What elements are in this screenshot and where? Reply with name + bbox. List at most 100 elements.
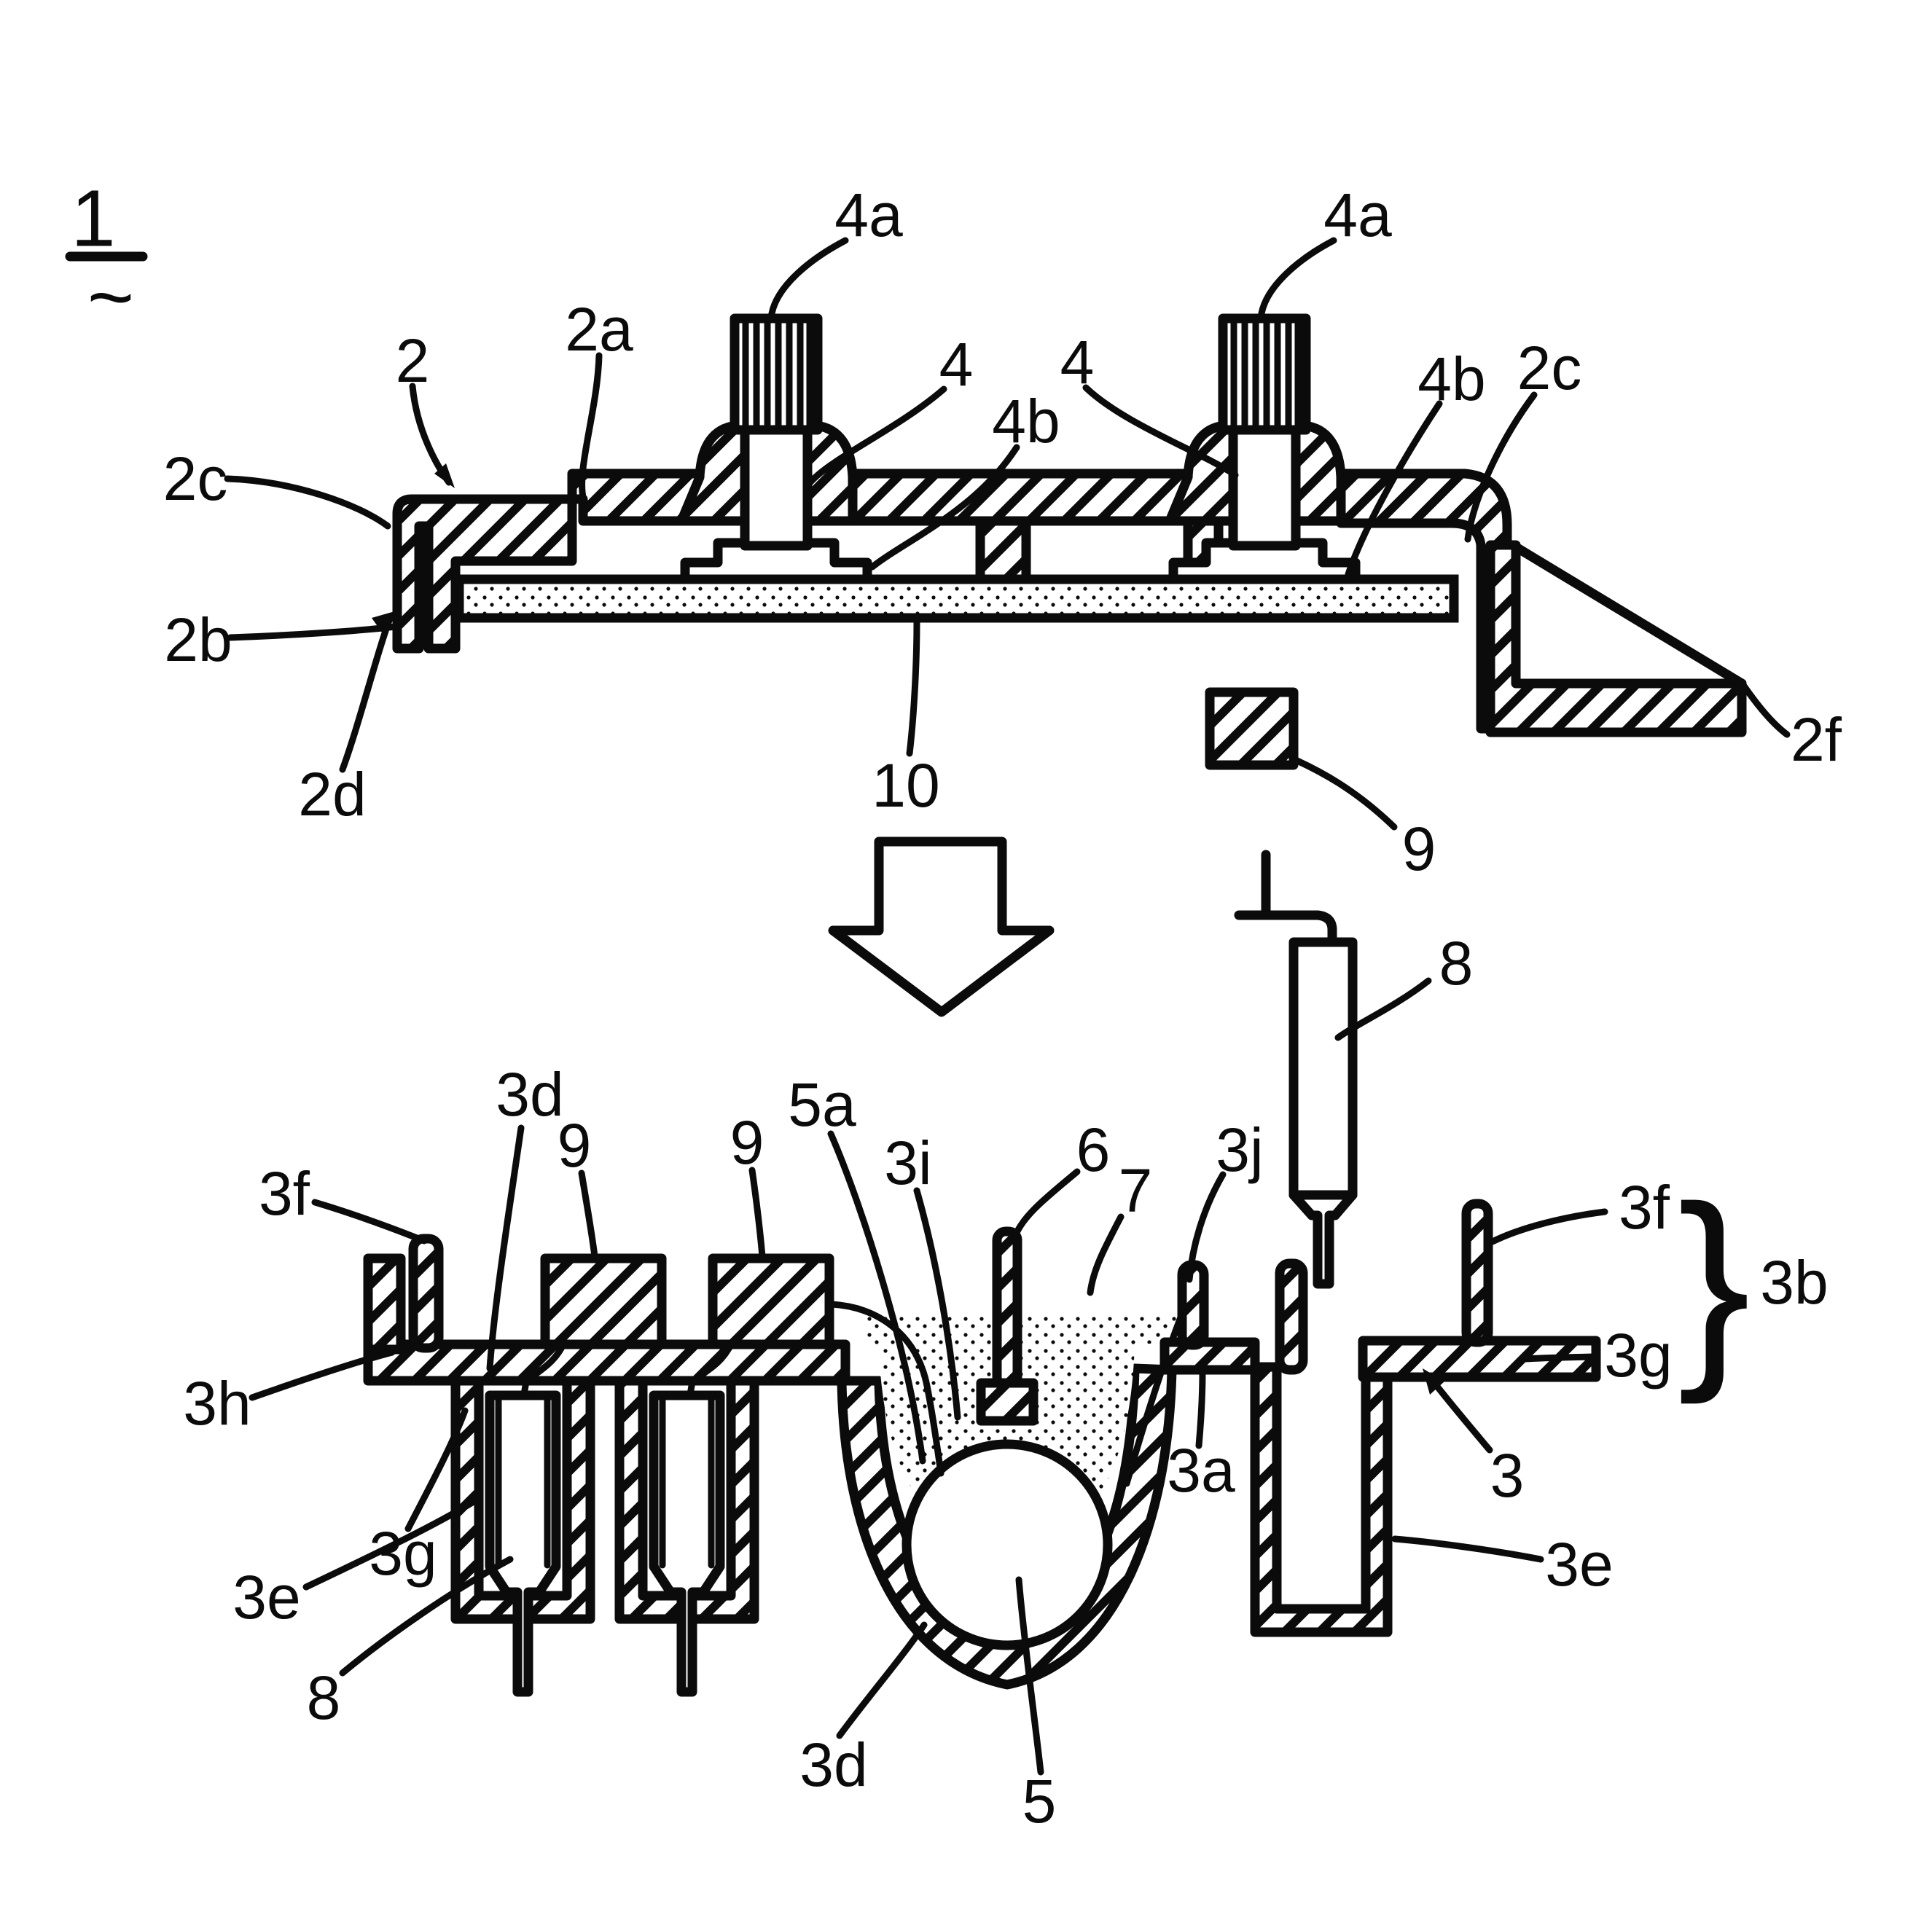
brace-3b: } [1678, 1160, 1751, 1406]
block-9-left [540, 1253, 667, 1349]
syringe-body [1288, 937, 1358, 1200]
lead-wire-block-mid [687, 1341, 735, 1398]
syringe-8 [1234, 850, 1358, 1289]
pin-6 [992, 1226, 1022, 1391]
block-9-mid [708, 1253, 834, 1349]
leader-4a-left [767, 237, 849, 322]
leader-4a-right [1257, 237, 1337, 322]
label-2b: 2b [164, 606, 232, 674]
label-3d-top: 3d [496, 1060, 563, 1129]
label-7: 7 [1119, 1156, 1153, 1225]
leader-6 [1012, 1168, 1081, 1238]
wire-5a [827, 1301, 945, 1477]
label-3j: 3j [1216, 1116, 1263, 1184]
leader-3d-bottom [836, 1621, 928, 1739]
leader-2f [1740, 681, 1791, 738]
syringe-needle [1288, 1190, 1358, 1289]
label-6: 6 [1076, 1116, 1111, 1184]
leader-7 [1087, 1213, 1125, 1296]
label-3: 3 [1490, 1441, 1525, 1510]
label-9-left: 9 [558, 1111, 592, 1180]
leader-3i [913, 1187, 961, 1421]
leader-10 [906, 619, 920, 757]
leader-3e-right [1391, 1535, 1544, 1563]
syringe-wire-bend [1234, 910, 1337, 947]
bracket-2f-gusset-edge [1512, 543, 1747, 689]
leader-3a [1195, 1368, 1206, 1449]
leader-4b-center [869, 444, 1020, 571]
label-2: 2 [396, 326, 430, 395]
leader-2b [227, 623, 399, 641]
label-3i: 3i [884, 1129, 931, 1197]
leader-2c-right [1464, 391, 1538, 543]
leader-8-left [339, 1556, 514, 1677]
pin-6-collar [976, 1378, 1039, 1426]
leader-9-left [578, 1169, 598, 1260]
label-4b-right: 4b [1417, 345, 1485, 413]
leader-2d [339, 613, 394, 773]
base-flange-mid-right [1159, 1337, 1260, 1375]
label-2c-left: 2c [163, 444, 228, 513]
label-9-top: 9 [1402, 815, 1436, 883]
label-4-right: 4 [1060, 328, 1095, 396]
label-3g-right: 3g [1604, 1321, 1672, 1390]
label-3e-right: 3e [1545, 1530, 1613, 1599]
lead-wire-block-left [520, 1341, 567, 1398]
socket-left-1 [450, 1376, 595, 1624]
assembly-direction-arrow [828, 836, 1055, 1017]
bracket-2f [1485, 540, 1747, 737]
cover-plateau-mid [848, 469, 1193, 526]
label-10: 10 [872, 751, 939, 820]
leader-5a [827, 1130, 926, 1465]
arrowhead-2d [372, 611, 397, 632]
arrowhead-2 [434, 463, 455, 488]
figure-number: 1 [71, 174, 115, 264]
base-wall-3j-right [1275, 1258, 1308, 1375]
leader-lines [224, 237, 1791, 1776]
label-3b: 3b [1760, 1248, 1828, 1317]
tube-8-in-socket-1 [485, 1390, 561, 1697]
leader-3d-top [486, 1124, 525, 1372]
cover-rib-left [975, 516, 1031, 584]
label-2d: 2d [298, 760, 366, 828]
terminal-right [1168, 313, 1361, 584]
base-wall-3j-left [1177, 1260, 1209, 1350]
label-3f-right: 3f [1619, 1173, 1670, 1242]
base-wall-3f-left [408, 1234, 444, 1353]
socket-right-3e [1250, 1362, 1393, 1637]
label-8-left: 8 [307, 1664, 341, 1732]
leader-3f-left [311, 1199, 428, 1245]
terminal-right-body [1228, 420, 1301, 551]
label-3e-left: 3e [232, 1563, 300, 1631]
leader-9-top [1294, 757, 1398, 831]
label-2c-right: 2c [1517, 334, 1582, 402]
figure-number-tilde: ~ [87, 253, 134, 342]
knurl-lines-left [742, 318, 813, 430]
label-3h: 3h [183, 1369, 251, 1438]
leader-3h [249, 1349, 396, 1401]
label-3a: 3a [1167, 1436, 1235, 1505]
leader-3 [1426, 1373, 1493, 1454]
arrowhead-3 [1423, 1368, 1444, 1395]
leader-3j [1186, 1171, 1227, 1283]
cover-left-wall [392, 494, 577, 654]
label-3g-left: 3g [369, 1519, 437, 1588]
label-4a-right: 4a [1323, 181, 1392, 249]
leader-4-right [1082, 384, 1239, 479]
leader-4b-right [1345, 400, 1443, 578]
leader-3g-left [404, 1407, 469, 1532]
tube-8-in-socket-2 [649, 1390, 725, 1697]
terminal-left-body [740, 420, 813, 551]
ball-5 [902, 1439, 1113, 1650]
leader-9-mid [748, 1167, 766, 1260]
knurl-lines-right [1230, 318, 1302, 430]
leader-3g-right [1521, 1353, 1597, 1363]
base-flange-left [363, 1339, 850, 1386]
leader-8-right [1334, 977, 1432, 1041]
label-2f: 2f [1791, 705, 1842, 774]
leader-2a [579, 352, 603, 501]
base-assembly [363, 850, 1601, 1697]
leader-2c-left [224, 475, 391, 530]
